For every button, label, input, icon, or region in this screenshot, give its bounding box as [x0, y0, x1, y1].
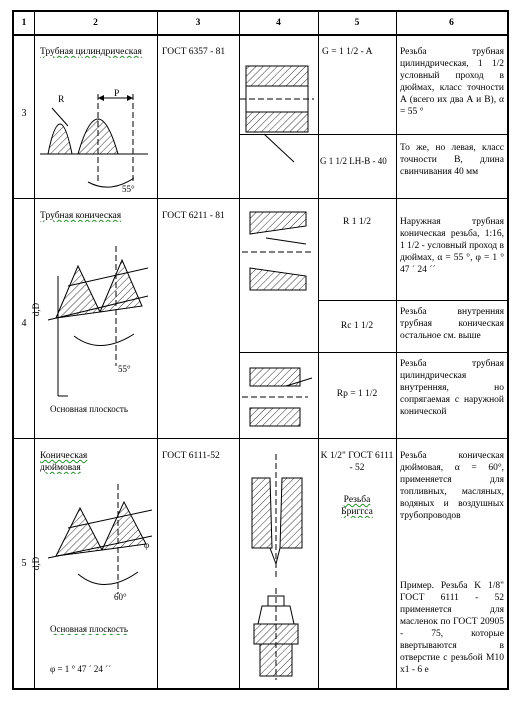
- row-number: 4: [21, 318, 27, 329]
- header-col-6: 6: [449, 18, 454, 28]
- gost: ГОСТ 6211 - 81: [162, 211, 225, 221]
- gost: ГОСТ 6111-52: [162, 451, 220, 461]
- label-axis: d,D: [31, 302, 42, 317]
- thread-name: Трубная цилиндрическая: [40, 47, 142, 57]
- thread-name: Трубная коническая: [40, 211, 122, 221]
- label-angle: 55°: [118, 364, 131, 374]
- description: То же, но левая, класс точности В, длина…: [400, 143, 504, 177]
- header-col-3: 3: [195, 18, 201, 28]
- label-plane: Основная плоскость: [50, 404, 128, 414]
- description: Резьба коническая дюймовая, α = 60°, при…: [400, 451, 504, 521]
- designation: G = 1 1/2 - A: [322, 47, 373, 57]
- col-divider: [396, 12, 397, 688]
- tapered-section-drawing: [242, 211, 314, 291]
- col-divider: [157, 12, 158, 688]
- designation: R 1 1/2: [343, 217, 371, 227]
- col-divider: [318, 12, 319, 688]
- label-angle: 55°: [122, 184, 135, 194]
- label-angle: 60°: [114, 592, 127, 602]
- thread-table: 1 2 3 4 5 6 3 Трубная цилиндрическая R P…: [12, 10, 509, 690]
- row-divider: [14, 198, 507, 199]
- col-divider: [34, 12, 35, 688]
- label-phi: φ: [144, 540, 150, 550]
- phi-value: φ = 1 ° 47 ´ 24 ´´: [50, 664, 112, 674]
- col-divider: [239, 12, 240, 688]
- label-r: R: [58, 95, 65, 105]
- gost: ГОСТ 6357 - 81: [162, 47, 226, 57]
- subrow-divider: [318, 300, 507, 301]
- cylindrical-internal-section-drawing: [242, 367, 313, 427]
- row-number: 3: [21, 108, 27, 119]
- designation: Rp = 1 1/2: [336, 389, 378, 399]
- row-divider: [14, 438, 507, 439]
- label-plane: Основная плоскость: [50, 624, 128, 634]
- header-row: 1 2 3 4 5 6: [14, 12, 507, 36]
- description: Резьба внутренняя трубная коническая ост…: [400, 307, 504, 341]
- description: Наружная трубная коническая резьба, 1:16…: [400, 217, 504, 275]
- example: Пример. Резьба K 1/8" ГОСТ 6111 - 52 при…: [400, 581, 504, 675]
- designation: G 1 1/2 LH-B - 40: [320, 156, 387, 166]
- designation: K 1/2" ГОСТ 6111 - 52: [320, 451, 394, 473]
- label-p: P: [114, 89, 120, 99]
- subrow-divider: [239, 134, 507, 135]
- designation-note: Резьба Бриггса: [341, 495, 373, 517]
- header-col-4: 4: [276, 18, 281, 28]
- description: Резьба трубная цилиндрическая, 1 1/2 усл…: [400, 47, 504, 117]
- header-col-2: 2: [93, 18, 98, 28]
- thread-name: Коническая дюймовая: [40, 451, 88, 473]
- subrow-divider: [239, 352, 507, 353]
- description: Резьба трубная цилиндрическая внутренняя…: [400, 359, 504, 417]
- header-col-5: 5: [354, 18, 360, 28]
- label-axis: d,D: [31, 556, 42, 571]
- profile-tapered-drawing: [47, 246, 149, 397]
- profile-inch-tapered-drawing: [47, 484, 153, 594]
- designation: Rc 1 1/2: [340, 321, 374, 331]
- row-number: 5: [21, 558, 27, 569]
- inch-thread-section-drawing: [251, 454, 303, 680]
- internal-thread-section-drawing: [240, 65, 314, 163]
- header-col-1: 1: [21, 18, 27, 28]
- profile-cylindrical-drawing: [40, 94, 148, 188]
